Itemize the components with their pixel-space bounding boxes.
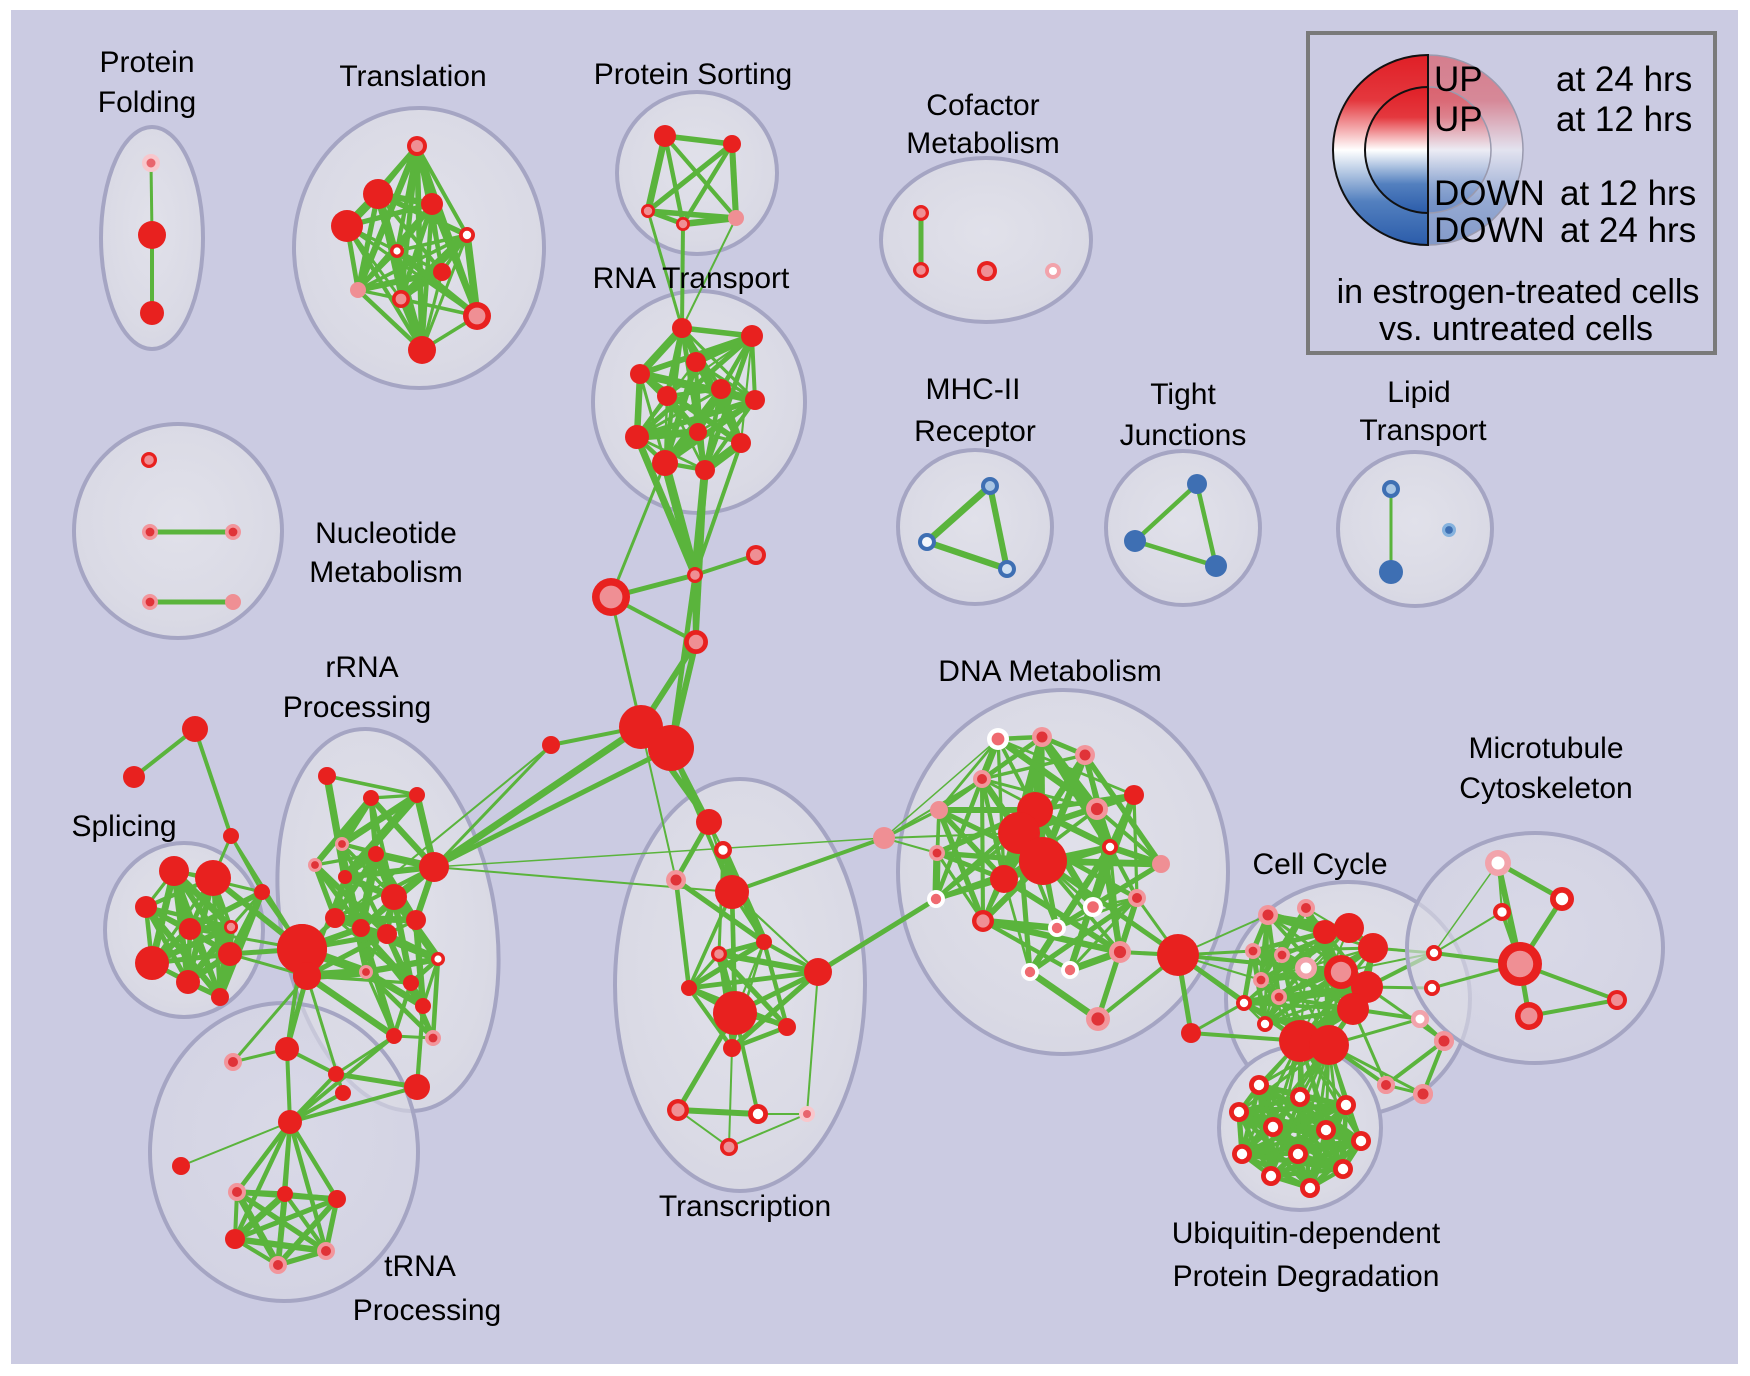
svg-text:Transport: Transport — [1359, 414, 1487, 447]
svg-text:DOWN: DOWN — [1434, 174, 1545, 213]
svg-text:Splicing: Splicing — [71, 810, 176, 843]
svg-text:at 12 hrs: at 12 hrs — [1556, 100, 1692, 139]
svg-text:Nucleotide: Nucleotide — [315, 517, 457, 550]
svg-text:Cytoskeleton: Cytoskeleton — [1459, 772, 1632, 805]
svg-text:Receptor: Receptor — [914, 415, 1036, 448]
svg-text:Transcription: Transcription — [659, 1190, 831, 1223]
svg-text:at 12 hrs: at 12 hrs — [1560, 174, 1696, 213]
svg-text:Protein Degradation: Protein Degradation — [1173, 1260, 1440, 1293]
svg-text:in estrogen-treated cells: in estrogen-treated cells — [1337, 273, 1700, 311]
svg-text:Cell Cycle: Cell Cycle — [1252, 848, 1387, 881]
svg-text:Protein Sorting: Protein Sorting — [594, 58, 792, 91]
svg-text:Protein: Protein — [99, 46, 194, 79]
svg-text:DOWN: DOWN — [1434, 211, 1545, 250]
svg-text:Translation: Translation — [339, 60, 486, 93]
svg-text:UP: UP — [1434, 60, 1483, 99]
svg-text:UP: UP — [1434, 100, 1483, 139]
svg-text:rRNA: rRNA — [325, 651, 398, 684]
svg-text:Tight: Tight — [1150, 378, 1216, 411]
svg-text:tRNA: tRNA — [384, 1250, 456, 1283]
svg-text:at 24 hrs: at 24 hrs — [1556, 60, 1692, 99]
svg-text:Processing: Processing — [283, 691, 431, 724]
svg-text:Processing: Processing — [353, 1294, 501, 1327]
svg-text:Cofactor: Cofactor — [926, 89, 1039, 122]
svg-text:Lipid: Lipid — [1387, 376, 1450, 409]
svg-text:RNA Transport: RNA Transport — [593, 262, 790, 295]
svg-text:DNA Metabolism: DNA Metabolism — [938, 655, 1161, 688]
svg-text:Metabolism: Metabolism — [906, 127, 1059, 160]
svg-text:Folding: Folding — [98, 86, 196, 119]
svg-text:Junctions: Junctions — [1120, 419, 1247, 452]
svg-text:at 24 hrs: at 24 hrs — [1560, 211, 1696, 250]
svg-text:vs. untreated cells: vs. untreated cells — [1379, 310, 1653, 348]
svg-text:Metabolism: Metabolism — [309, 556, 462, 589]
svg-text:MHC-II: MHC-II — [926, 373, 1021, 406]
svg-text:Microtubule: Microtubule — [1468, 732, 1623, 765]
svg-text:Ubiquitin-dependent: Ubiquitin-dependent — [1172, 1217, 1441, 1250]
